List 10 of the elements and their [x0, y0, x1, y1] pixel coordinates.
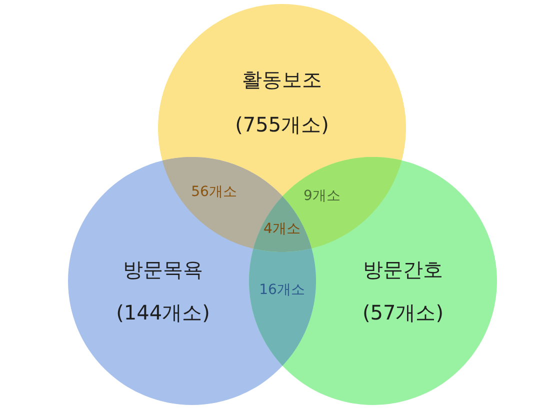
count-label: (755개소) [235, 114, 329, 136]
count-label: (57개소) [362, 302, 444, 324]
circle-title: 방문목욕 [123, 258, 203, 282]
overlap-count: 56개소 [191, 184, 237, 200]
circle-title: 방문간호 [363, 258, 443, 282]
circle-title: 활동보조 [242, 68, 322, 92]
overlap-count: 9개소 [304, 188, 340, 204]
overlap-count: 16개소 [259, 282, 305, 298]
count-label: (144개소) [116, 302, 210, 324]
overlap-count: 4개소 [264, 220, 300, 238]
